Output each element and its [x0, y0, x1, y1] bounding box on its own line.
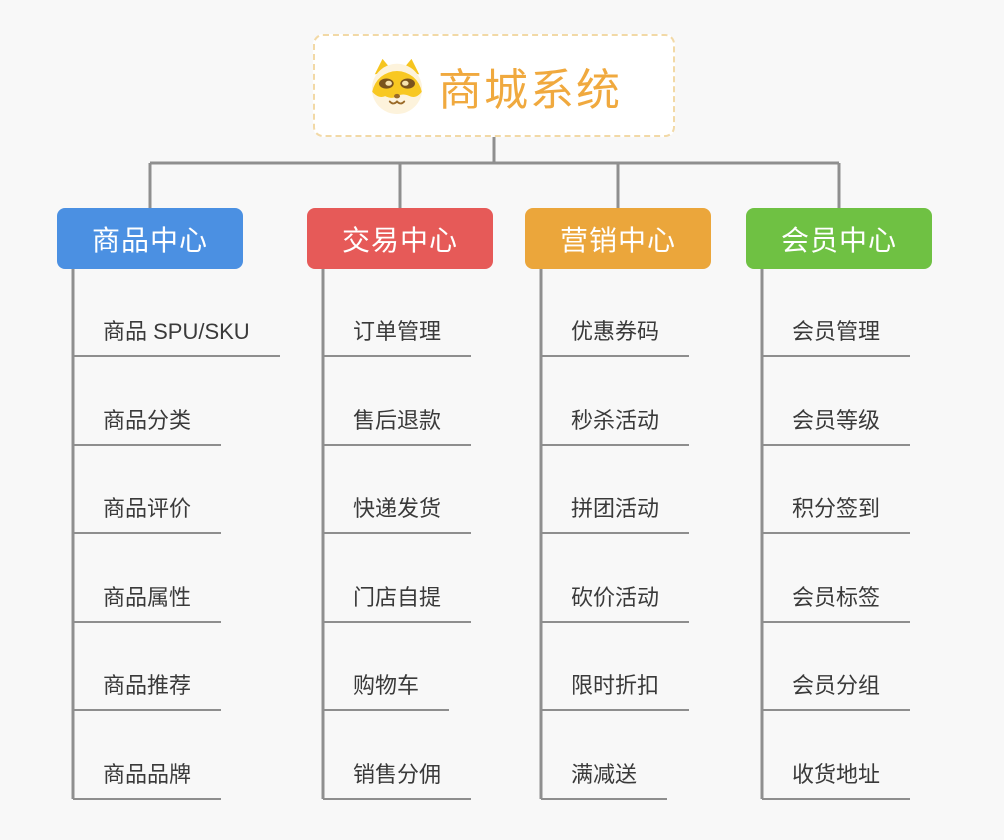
- root-node[interactable]: 商城系统: [313, 34, 675, 137]
- leaf-node[interactable]: 门店自提: [323, 577, 472, 623]
- branch-node[interactable]: 交易中心: [307, 208, 493, 269]
- leaf-node[interactable]: 销售分佣: [323, 754, 472, 800]
- leaf-label: 拼团活动: [571, 496, 660, 521]
- branch-node[interactable]: 营销中心: [525, 208, 711, 269]
- leaf-label: 订单管理: [353, 319, 442, 344]
- branch-label: 会员中心: [780, 224, 897, 256]
- branch-node[interactable]: 会员中心: [746, 208, 932, 269]
- leaf-label: 收货地址: [792, 762, 881, 787]
- branch-node[interactable]: 商品中心: [57, 208, 243, 269]
- leaf-label: 会员等级: [792, 408, 881, 433]
- leaf-node[interactable]: 会员分组: [762, 665, 911, 711]
- branch-label: 营销中心: [559, 224, 676, 256]
- leaf-label: 限时折扣: [571, 673, 660, 698]
- leaf-node[interactable]: 满减送: [541, 754, 668, 800]
- leaf-label: 会员管理: [792, 319, 881, 344]
- leaf-node[interactable]: 会员等级: [762, 400, 911, 446]
- leaf-node[interactable]: 商品推荐: [73, 665, 222, 711]
- leaf-label: 快递发货: [353, 496, 442, 521]
- leaf-label: 满减送: [571, 762, 638, 787]
- branch-label: 交易中心: [341, 224, 458, 256]
- shiba-dog-icon: [371, 58, 423, 114]
- leaf-node[interactable]: 商品分类: [73, 400, 222, 446]
- leaf-node[interactable]: 购物车: [323, 665, 450, 711]
- leaf-node[interactable]: 积分签到: [762, 488, 911, 534]
- leaf-label: 商品属性: [103, 585, 192, 610]
- root-title: 商城系统: [438, 65, 622, 115]
- leaf-label: 售后退款: [353, 408, 442, 433]
- leaf-label: 商品品牌: [103, 762, 192, 787]
- leaf-node[interactable]: 收货地址: [762, 754, 911, 800]
- leaf-node[interactable]: 会员标签: [762, 577, 911, 623]
- leaf-node[interactable]: 商品 SPU/SKU: [73, 311, 280, 357]
- leaf-label: 秒杀活动: [571, 408, 660, 433]
- leaf-node[interactable]: 会员管理: [762, 311, 911, 357]
- leaf-node[interactable]: 限时折扣: [541, 665, 690, 711]
- leaf-node[interactable]: 售后退款: [323, 400, 472, 446]
- leaf-label: 会员分组: [792, 673, 881, 698]
- leaf-label: 销售分佣: [353, 762, 442, 787]
- leaf-label: 会员标签: [792, 585, 881, 610]
- leaf-node[interactable]: 秒杀活动: [541, 400, 690, 446]
- branch-label: 商品中心: [91, 224, 208, 256]
- leaf-node[interactable]: 商品评价: [73, 488, 222, 534]
- leaf-node[interactable]: 砍价活动: [541, 577, 690, 623]
- leaf-label: 优惠券码: [571, 319, 660, 344]
- leaf-node[interactable]: 快递发货: [323, 488, 472, 534]
- leaf-node[interactable]: 拼团活动: [541, 488, 690, 534]
- leaf-node[interactable]: 商品属性: [73, 577, 222, 623]
- leaf-node[interactable]: 商品品牌: [73, 754, 222, 800]
- leaf-node[interactable]: 订单管理: [323, 311, 472, 357]
- leaf-label: 砍价活动: [571, 585, 660, 610]
- leaf-label: 商品评价: [103, 496, 192, 521]
- leaf-node[interactable]: 优惠券码: [541, 311, 690, 357]
- leaf-label: 商品分类: [103, 408, 192, 433]
- leaf-label: 商品 SPU/SKU: [103, 319, 250, 344]
- leaf-label: 积分签到: [792, 496, 881, 521]
- leaf-label: 购物车: [353, 673, 420, 698]
- leaf-label: 门店自提: [353, 585, 442, 610]
- leaf-label: 商品推荐: [103, 673, 192, 698]
